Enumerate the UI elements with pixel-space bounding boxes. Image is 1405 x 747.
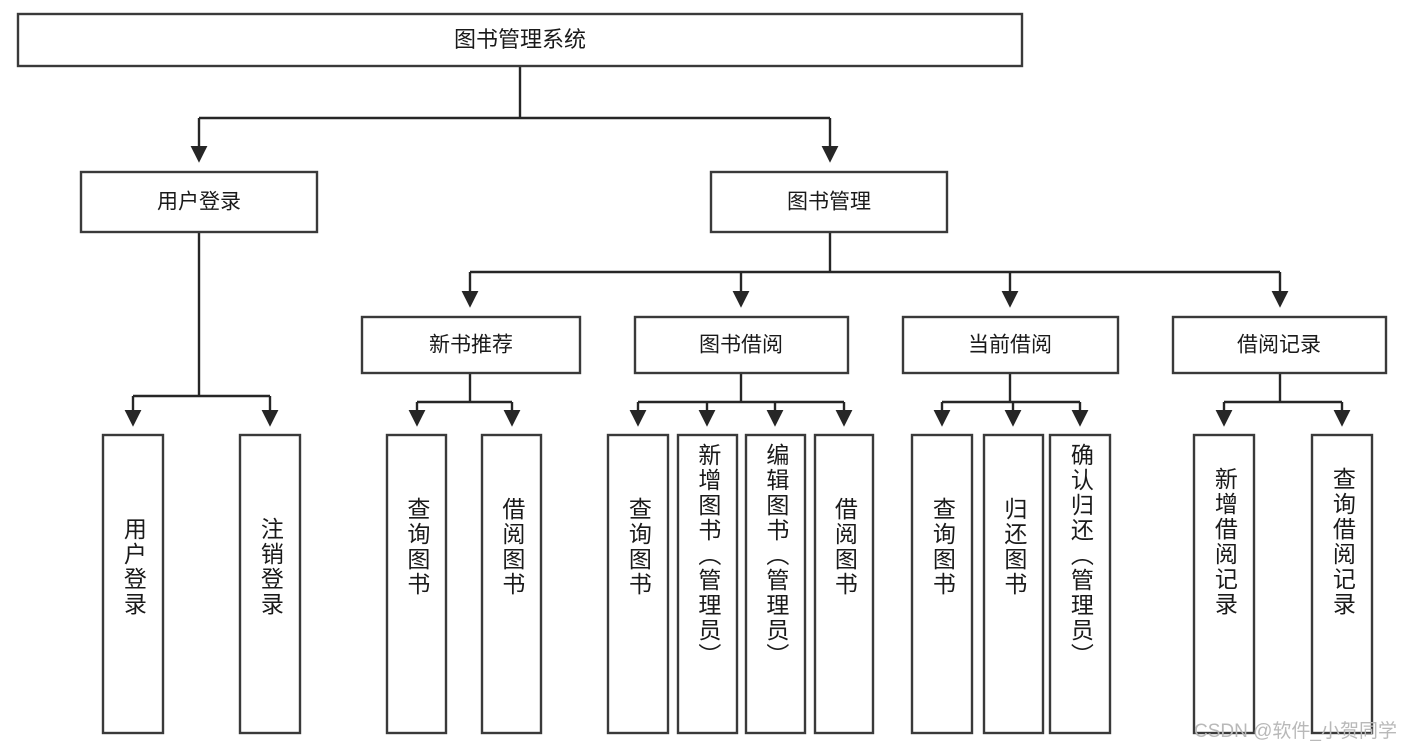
node-user-login-box: [79, 170, 319, 234]
leaf-box-add-book-admin[interactable]: [676, 433, 739, 735]
leaf-box-query-book-current[interactable]: [910, 433, 974, 735]
connectors-group: [124, 66, 1351, 427]
node-current-borrow-box: [901, 315, 1120, 375]
leaf-box-user-login[interactable]: [101, 433, 165, 735]
node-current-borrow[interactable]: 当前借阅: [901, 315, 1120, 375]
leaf-box-return-book[interactable]: [982, 433, 1045, 735]
node-root[interactable]: 图书管理系统: [16, 12, 1024, 68]
node-borrow-record-label: 借阅记录: [1237, 334, 1321, 357]
leaf-box-borrow-book[interactable]: [813, 433, 875, 735]
node-root-label: 图书管理系统: [454, 27, 586, 52]
node-book-borrow-label: 图书借阅: [699, 334, 783, 357]
node-book-borrow[interactable]: 图书借阅: [633, 315, 850, 375]
leaf-box-logout[interactable]: [238, 433, 302, 735]
node-borrow-record[interactable]: 借阅记录: [1171, 315, 1388, 375]
leaf-box-borrow-book-recommend[interactable]: [480, 433, 543, 735]
node-new-book-recommend-box: [360, 315, 582, 375]
leaf-box-query-borrow-record[interactable]: [1310, 433, 1374, 735]
node-new-book-recommend-label: 新书推荐: [429, 334, 513, 357]
node-book-manage-label: 图书管理: [787, 191, 871, 214]
leaf-box-query-book-borrow[interactable]: [606, 433, 670, 735]
node-root-box: [16, 12, 1024, 68]
node-borrow-record-box: [1171, 315, 1388, 375]
leaf-box-add-borrow-record[interactable]: [1192, 433, 1256, 735]
node-user-login-label: 用户登录: [157, 191, 241, 214]
node-book-borrow-box: [633, 315, 850, 375]
leaf-box-confirm-return-admin[interactable]: [1048, 433, 1112, 735]
node-book-manage-box: [709, 170, 949, 234]
leaf-box-query-book-recommend[interactable]: [385, 433, 448, 735]
leaf-boxes-group: [101, 433, 1374, 735]
node-current-borrow-label: 当前借阅: [968, 334, 1052, 357]
csdn-watermark: CSDN @软件_小贺同学: [1194, 721, 1397, 742]
node-new-book-recommend[interactable]: 新书推荐: [360, 315, 582, 375]
leaf-box-edit-book-admin[interactable]: [744, 433, 807, 735]
node-user-login[interactable]: 用户登录: [79, 170, 319, 234]
node-book-manage[interactable]: 图书管理: [709, 170, 949, 234]
